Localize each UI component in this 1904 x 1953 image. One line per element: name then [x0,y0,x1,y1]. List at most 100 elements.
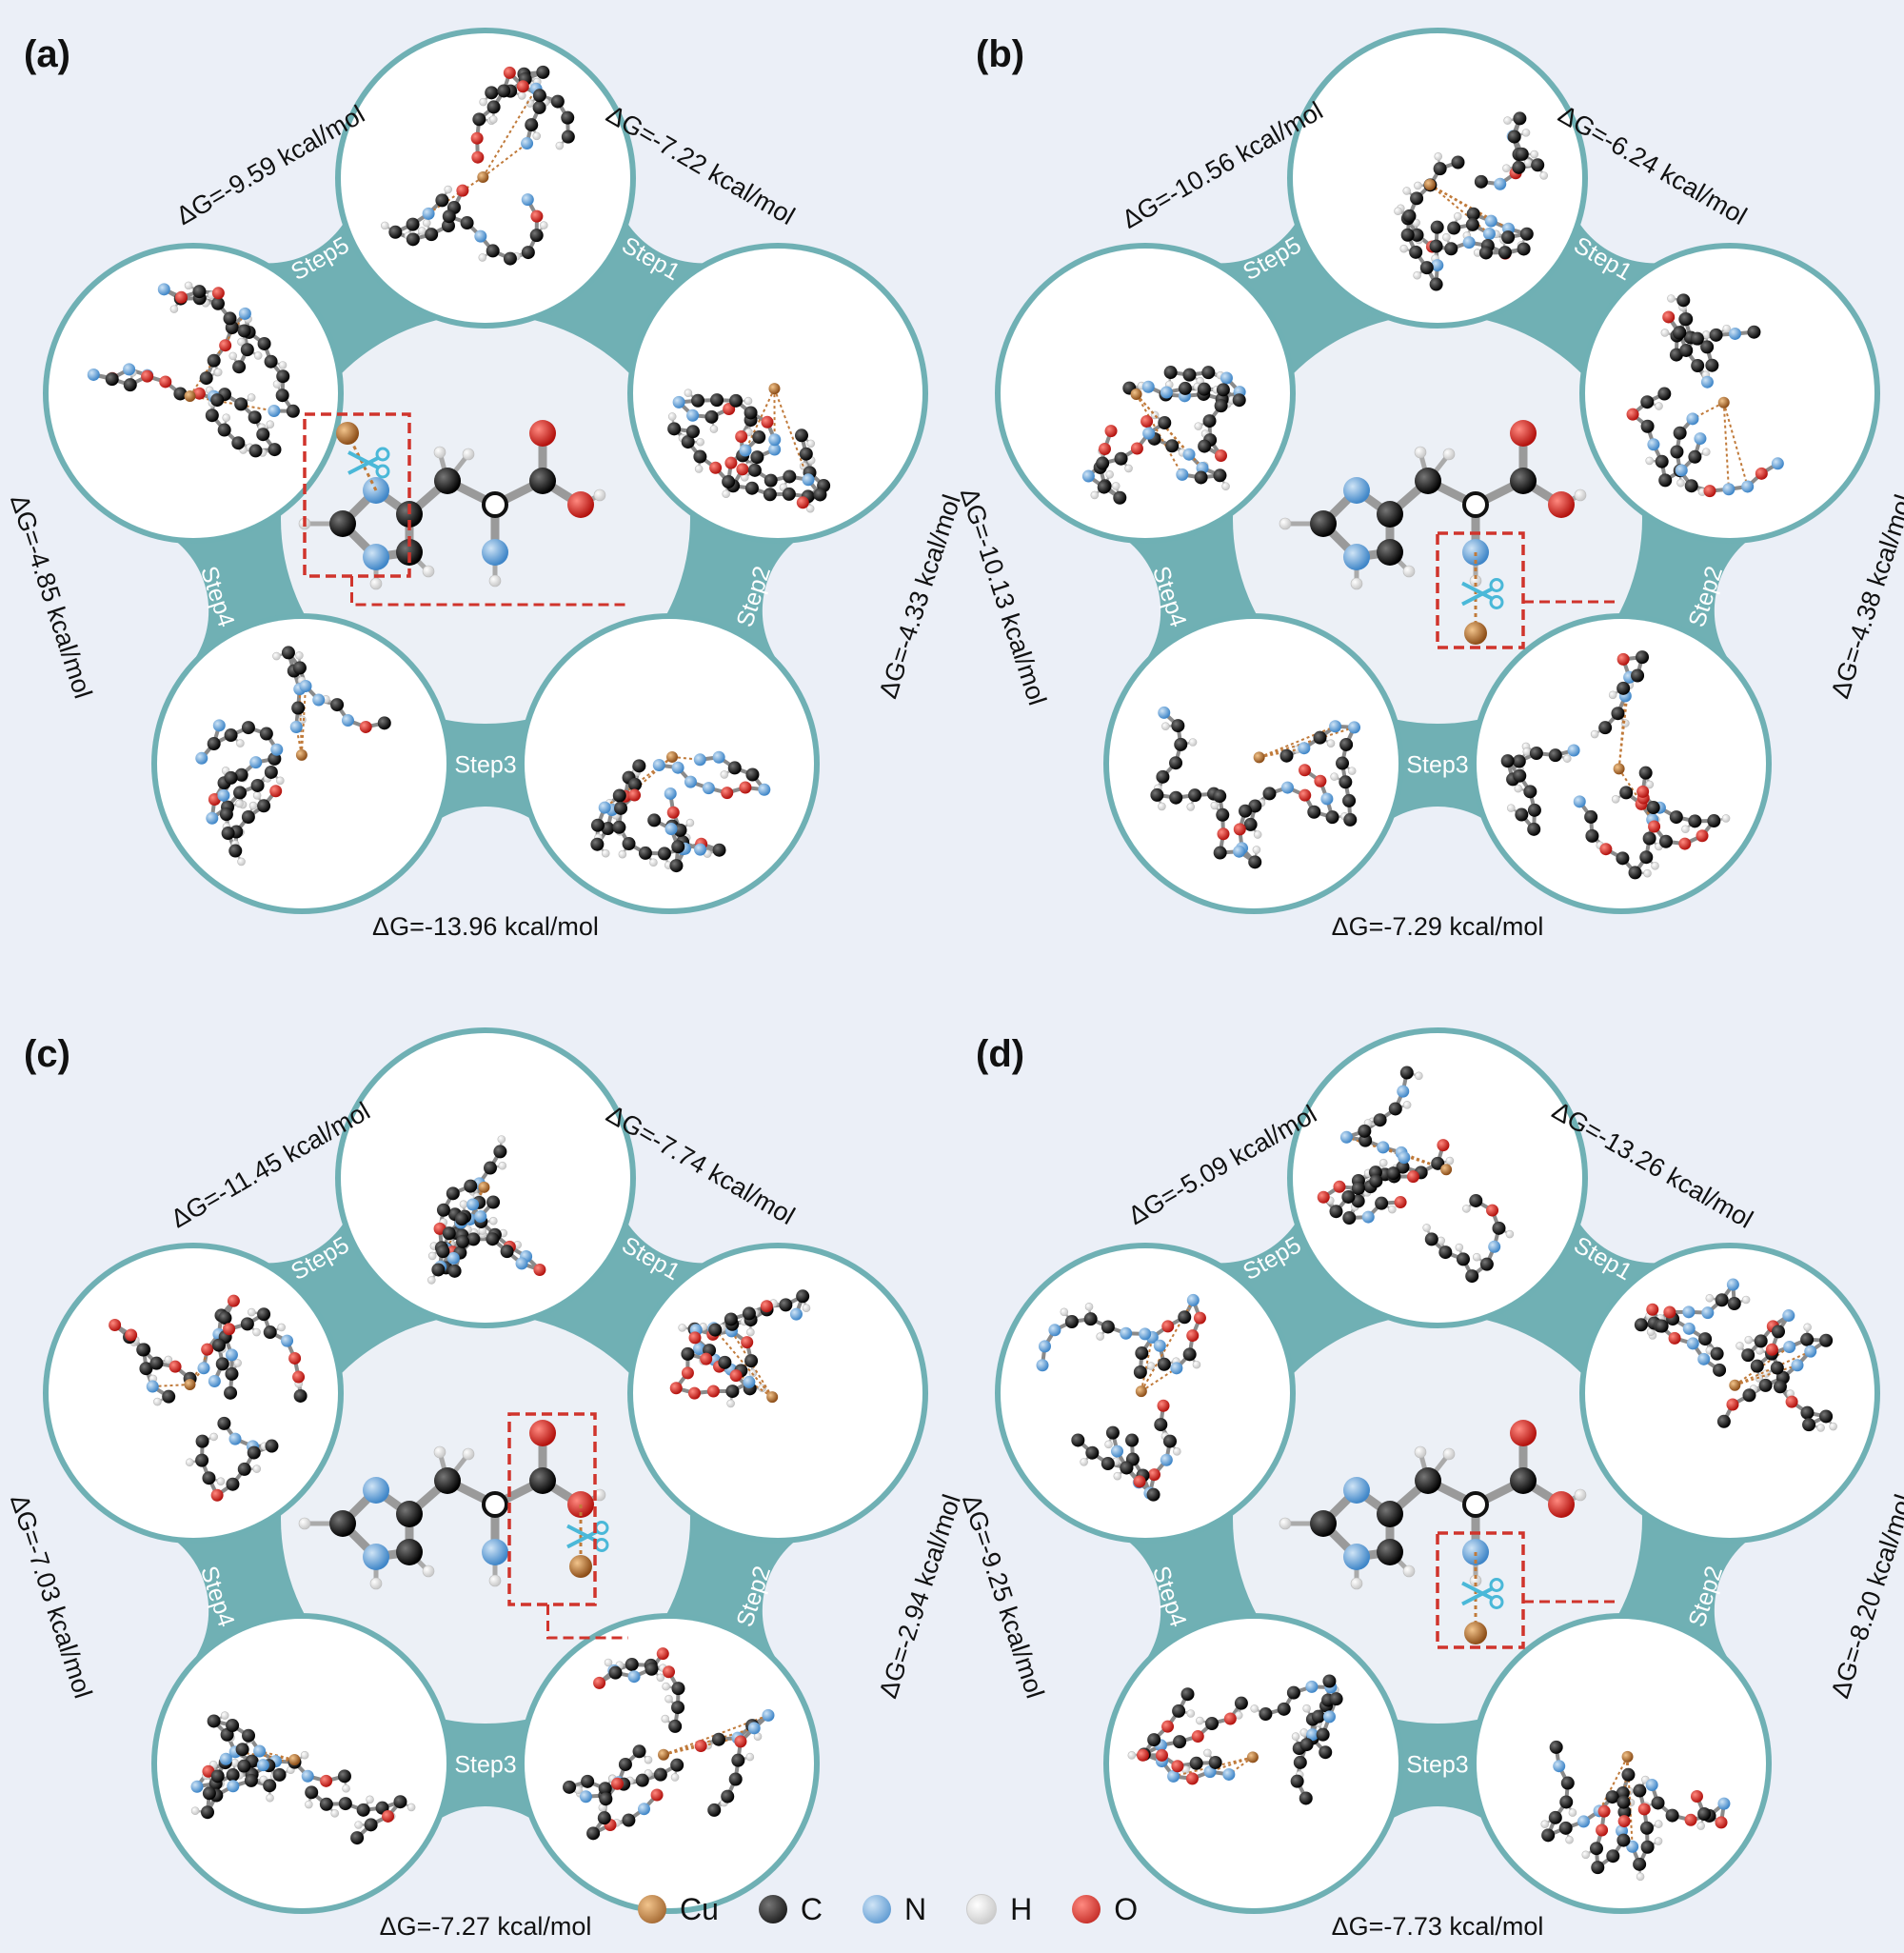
carbon-atom [1325,810,1339,825]
oxygen-atom [1147,1468,1160,1482]
carbon-atom [635,1773,649,1787]
oxygen-atom [530,209,544,223]
molecular-structure [590,750,771,873]
hydrogen-atom [684,389,693,397]
hydrogen-atom [427,1251,437,1261]
oxygen-atom [1157,1399,1170,1412]
carbon-atom [377,716,391,730]
nitrogen-atom [363,544,389,570]
nitrogen-atom [1110,1445,1123,1458]
molecular-structure [1150,706,1361,869]
carbon-atom [234,767,248,782]
carbon-atom [350,1831,365,1845]
oxygen-atom [1703,485,1716,498]
carbon-atom [1322,1674,1337,1688]
carbon-atom [622,837,636,851]
oxygen-atom [1616,652,1630,666]
carbon-atom [752,430,766,445]
scissors-handle [1489,578,1504,592]
ring-notch [762,1520,943,1702]
hydrogen-atom [802,1304,811,1313]
carbon-atom [718,1355,732,1369]
step-bubble [1109,619,1398,908]
nitrogen-atom [1771,457,1784,470]
oxygen-atom [741,1336,754,1349]
hydrogen-atom [1651,862,1659,870]
hydrogen-atom [1455,1243,1464,1252]
carbon-atom [503,251,517,266]
cu-atom-icon [638,1895,666,1923]
hydrogen-atom [1655,402,1663,410]
carbon-atom [139,1362,153,1376]
coordination-bond [1140,1366,1178,1392]
oxygen-atom [1548,1491,1575,1518]
carbon-atom [202,1471,216,1485]
carbon-atom [291,701,306,715]
nitrogen-atom [1220,371,1233,385]
nitrogen-atom [598,801,611,814]
nitrogen-atom [1573,795,1586,808]
step-label: Step3 [1406,752,1468,779]
copper-atom [288,1753,301,1765]
carbon-atom [1541,1828,1556,1843]
hydrogen-atom [1127,1751,1137,1760]
carbon-atom [653,1767,667,1782]
carbon-atom [472,112,486,127]
oxygen-atom [1223,1712,1237,1725]
carbon-atom [1377,1539,1403,1565]
carbon-atom [1101,1320,1115,1334]
carbon-atom [1639,850,1654,865]
carbon-atom [722,474,736,488]
oxygen-atom [1214,449,1227,463]
hydrogen-atom [433,1445,446,1459]
step-bubble [157,1619,446,1908]
oxygen-atom [1185,1772,1199,1785]
carbon-atom [1146,1487,1160,1502]
carbon-atom [597,1811,611,1825]
carbon-atom [442,209,456,224]
nitrogen-atom [474,1209,487,1223]
carbon-atom [276,369,290,384]
coordination-bond [482,88,537,178]
nitrogen-atom [1682,1322,1696,1335]
hydrogen-atom [354,1821,363,1829]
nitrogen-atom [1722,483,1735,496]
carbon-atom [1174,737,1188,751]
carbon-atom [1465,1269,1479,1284]
nitrogen-atom [1686,1337,1699,1350]
carbon-atom [1655,454,1669,468]
carbon-atom [1163,366,1178,380]
carbon-atom [1182,368,1197,382]
coordination-bond [346,432,378,491]
carbon-atom [264,354,278,369]
carbon-atom [1700,340,1715,354]
carbon-atom [1259,1707,1273,1722]
carbon-atom [210,1769,225,1784]
carbon-atom [1114,451,1128,466]
hydrogen-atom [1562,754,1572,763]
nitrogen-atom [1153,1339,1166,1352]
oxygen-atom [192,387,206,400]
hydrogen-atom [709,425,719,433]
alpha-carbon-atom [1462,491,1489,518]
carbon-atom [710,393,724,408]
carbon-atom [242,1728,256,1743]
carbon-atom [1189,1756,1203,1770]
nitrogen-atom [712,750,725,764]
hydrogen-atom [1350,1577,1363,1590]
carbon-atom [681,1346,695,1361]
hydrogen-atom [1462,1205,1471,1213]
binding-energy-label: ΔG=-7.27 kcal/mol [380,1912,592,1941]
carbon-atom [1548,748,1562,763]
hydrogen-atom [1472,1252,1481,1262]
hydrogen-atom [1203,1748,1212,1758]
ring-notch [178,1082,360,1264]
carbon-atom [250,778,265,792]
carbon-atom [782,487,796,501]
carbon-atom [223,311,237,326]
hydrogen-atom [1676,478,1685,488]
oxygen-atom [687,1386,701,1400]
coordination-bond [663,1726,755,1756]
carbon-atom [1690,331,1704,346]
